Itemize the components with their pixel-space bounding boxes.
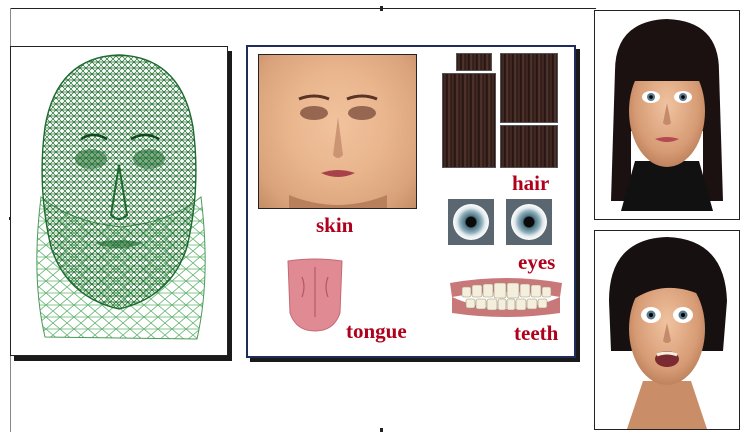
eye-texture-icon xyxy=(448,199,558,249)
tongue-label: tongue xyxy=(346,319,407,344)
texture-panel: skin hair eyes tongue xyxy=(246,45,576,358)
frame-tick-top xyxy=(380,6,383,11)
wireframe-head-icon xyxy=(11,47,227,355)
render-panel-top xyxy=(594,10,740,220)
teeth-texture-icon xyxy=(448,277,564,317)
skin-label: skin xyxy=(316,213,353,238)
hair-label: hair xyxy=(512,171,549,196)
render-panel-bottom xyxy=(594,230,740,430)
eye-right xyxy=(506,199,552,245)
tongue-texture-icon xyxy=(284,257,346,333)
hair-tile xyxy=(500,125,558,168)
wireframe-panel xyxy=(10,46,228,356)
teeth-label: teeth xyxy=(514,321,558,346)
rendered-head-bob-icon xyxy=(595,231,739,429)
eye-left xyxy=(448,199,494,245)
frame-top-line xyxy=(10,8,596,9)
hair-tile xyxy=(442,73,496,168)
hair-texture-icon xyxy=(442,53,560,168)
hair-tile xyxy=(456,53,492,71)
eyes-label: eyes xyxy=(518,250,555,275)
skin-texture-icon xyxy=(258,54,417,209)
frame-tick-bottom xyxy=(380,428,383,432)
rendered-head-bangs-icon xyxy=(595,11,739,219)
hair-tile xyxy=(500,53,558,123)
